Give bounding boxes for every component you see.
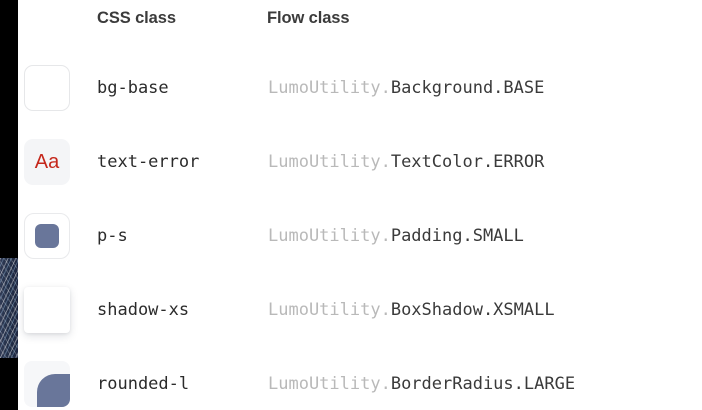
css-class-value: text-error bbox=[97, 152, 200, 172]
left-edge-noise-artifact bbox=[0, 258, 18, 358]
bg-base-swatch-icon bbox=[24, 65, 70, 111]
table-header-row: CSS class Flow class bbox=[0, 4, 702, 34]
flow-class-prefix: LumoUtility. bbox=[268, 152, 391, 172]
box-shadow-xsmall-swatch-icon bbox=[24, 287, 70, 333]
flow-class-value: LumoUtility.Background.BASE bbox=[268, 51, 544, 125]
preview-cell bbox=[24, 287, 70, 333]
flow-class-member: BorderRadius.LARGE bbox=[390, 374, 576, 394]
preview-cell bbox=[24, 65, 70, 111]
flow-class-value: LumoUtility.BoxShadow.XSMALL bbox=[268, 273, 555, 347]
flow-class-member: TextColor.ERROR bbox=[390, 152, 545, 172]
table-row[interactable]: p-s LumoUtility.Padding.SMALL bbox=[0, 199, 702, 273]
column-header-flow-class: Flow class bbox=[267, 9, 350, 27]
flow-class-member: BoxShadow.XSMALL bbox=[390, 300, 555, 320]
flow-class-prefix: LumoUtility. bbox=[268, 374, 391, 394]
css-class-value: p-s bbox=[97, 226, 128, 246]
swatch-sample-text: Aa bbox=[34, 151, 60, 173]
border-radius-large-swatch-icon bbox=[24, 361, 70, 407]
flow-class-member: Padding.SMALL bbox=[390, 226, 524, 246]
css-class-value: bg-base bbox=[97, 78, 169, 98]
text-error-swatch-icon: Aa bbox=[24, 139, 70, 185]
preview-cell: Aa bbox=[24, 139, 70, 185]
preview-cell bbox=[24, 361, 70, 407]
css-class-value: shadow-xs bbox=[97, 300, 190, 320]
flow-class-member: Background.BASE bbox=[390, 78, 545, 98]
rounded-corner-block-icon bbox=[37, 374, 70, 407]
table-row[interactable]: shadow-xs LumoUtility.BoxShadow.XSMALL bbox=[0, 273, 702, 347]
table-row[interactable]: rounded-l LumoUtility.BorderRadius.LARGE bbox=[0, 347, 702, 410]
flow-class-value: LumoUtility.TextColor.ERROR bbox=[268, 125, 544, 199]
padding-inner-block-icon bbox=[35, 224, 59, 248]
preview-cell bbox=[24, 213, 70, 259]
left-edge-bar-bottom bbox=[0, 358, 18, 410]
padding-small-swatch-icon bbox=[24, 213, 70, 259]
table-row[interactable]: bg-base LumoUtility.Background.BASE bbox=[0, 51, 702, 125]
flow-class-prefix: LumoUtility. bbox=[268, 300, 391, 320]
flow-class-prefix: LumoUtility. bbox=[268, 226, 391, 246]
left-edge-bar-top bbox=[0, 0, 18, 258]
table-row[interactable]: Aa text-error LumoUtility.TextColor.ERRO… bbox=[0, 125, 702, 199]
flow-class-value: LumoUtility.BorderRadius.LARGE bbox=[268, 347, 575, 410]
flow-class-value: LumoUtility.Padding.SMALL bbox=[268, 199, 524, 273]
column-header-css-class: CSS class bbox=[97, 9, 176, 27]
css-class-value: rounded-l bbox=[97, 374, 190, 394]
flow-class-prefix: LumoUtility. bbox=[268, 78, 391, 98]
